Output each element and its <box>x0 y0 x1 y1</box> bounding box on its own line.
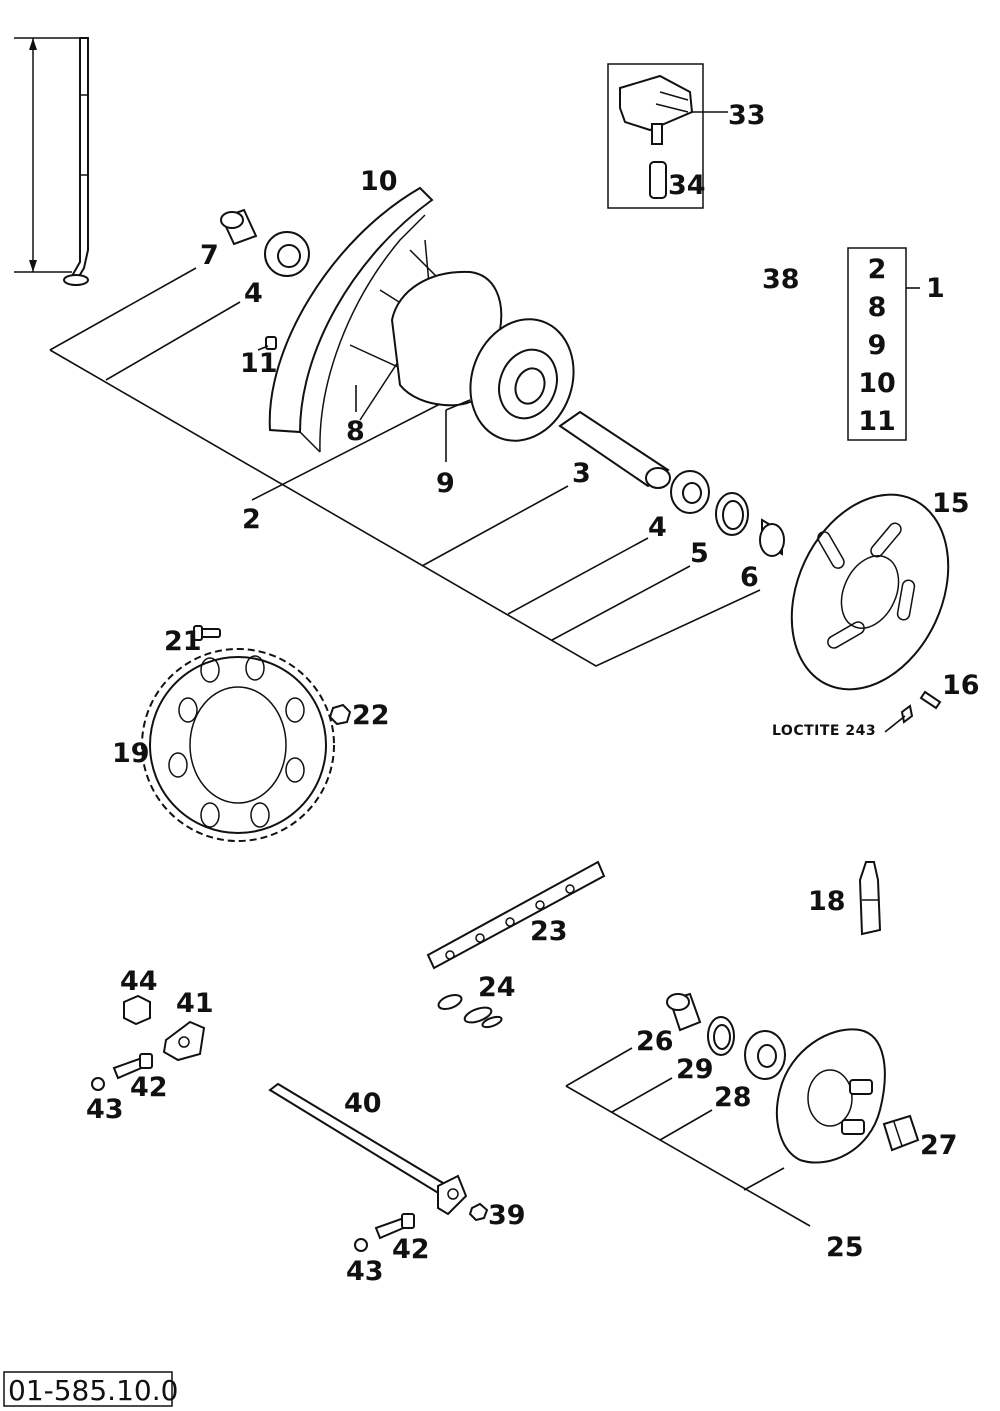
sprocket-carrier-25 <box>776 1028 886 1164</box>
kit-item-10: 10 <box>858 368 896 399</box>
damper-27 <box>882 1114 920 1152</box>
bearing-4-upper <box>264 231 310 277</box>
label-15: 15 <box>932 488 970 519</box>
label-41: 41 <box>176 988 214 1019</box>
chain-23 <box>426 860 606 970</box>
label-19: 19 <box>112 738 150 769</box>
bottle-18 <box>858 861 882 936</box>
leader-lines <box>49 267 811 1227</box>
kit-box-label-1: 1 <box>926 273 945 304</box>
spoke-dimension <box>14 37 89 286</box>
adjuster-group-bottom <box>354 1213 415 1252</box>
chain-link-24 <box>437 994 503 1029</box>
label-11: 11 <box>240 348 278 379</box>
label-28: 28 <box>714 1082 752 1113</box>
kit-item-2: 2 <box>868 254 887 285</box>
label-42-bottom: 42 <box>392 1234 430 1265</box>
kit-item-9: 9 <box>868 330 887 361</box>
wheel-hub <box>390 270 575 442</box>
label-7: 7 <box>200 240 219 271</box>
part-labels: 10 7 4 11 8 9 2 3 4 5 6 15 16 LOCTITE 24… <box>86 100 980 1287</box>
screw-16 <box>884 690 942 733</box>
label-39: 39 <box>488 1200 526 1231</box>
spacer-6 <box>759 518 785 557</box>
label-43-bottom: 43 <box>346 1256 384 1287</box>
carrier-seal-29 <box>707 1016 735 1056</box>
nut-39 <box>468 1202 489 1222</box>
label-6: 6 <box>740 562 759 593</box>
label-10: 10 <box>360 166 398 197</box>
label-38: 38 <box>762 264 800 295</box>
label-2: 2 <box>242 504 261 535</box>
carrier-bearing-28 <box>744 1030 786 1080</box>
kit-box-items: 2 8 9 10 11 1 <box>858 254 945 437</box>
sprocket-19 <box>141 648 335 842</box>
label-43-left: 43 <box>86 1094 124 1125</box>
label-4-upper: 4 <box>244 278 263 309</box>
label-34: 34 <box>668 170 706 201</box>
label-21: 21 <box>164 626 202 657</box>
carrier-spacer-26 <box>666 992 702 1032</box>
loctite-note: LOCTITE 243 <box>772 723 876 739</box>
label-4-lower: 4 <box>648 512 667 543</box>
adjuster-group-left <box>91 994 206 1091</box>
bolt-21 <box>193 625 221 641</box>
label-26: 26 <box>636 1026 674 1057</box>
valve-group <box>607 63 728 209</box>
label-3: 3 <box>572 458 591 489</box>
seal-5 <box>715 492 749 536</box>
sleeve-3 <box>558 410 671 489</box>
kit-item-8: 8 <box>868 292 887 323</box>
label-5: 5 <box>690 538 709 569</box>
bearing-4-lower <box>670 470 710 514</box>
diagram-code-box: 01-585.10.0 <box>3 1371 178 1407</box>
axle-40 <box>268 1082 468 1216</box>
label-22: 22 <box>352 700 390 731</box>
nipple-11 <box>265 336 277 350</box>
label-27: 27 <box>920 1130 958 1161</box>
label-8: 8 <box>346 416 365 447</box>
label-44: 44 <box>120 966 158 997</box>
kit-box <box>847 247 920 441</box>
nut-22 <box>328 703 352 726</box>
label-33: 33 <box>728 100 766 131</box>
kit-item-11: 11 <box>858 406 896 437</box>
brake-disc-15 <box>790 493 950 691</box>
label-16: 16 <box>942 670 980 701</box>
spacer-7 <box>220 208 258 246</box>
label-18: 18 <box>808 886 846 917</box>
label-42-left: 42 <box>130 1072 168 1103</box>
diagram-code: 01-585.10.0 <box>8 1374 178 1407</box>
label-23: 23 <box>530 916 568 947</box>
label-24: 24 <box>478 972 516 1003</box>
label-29: 29 <box>676 1054 714 1085</box>
label-25: 25 <box>826 1232 864 1263</box>
label-40: 40 <box>344 1088 382 1119</box>
label-9: 9 <box>436 468 455 499</box>
